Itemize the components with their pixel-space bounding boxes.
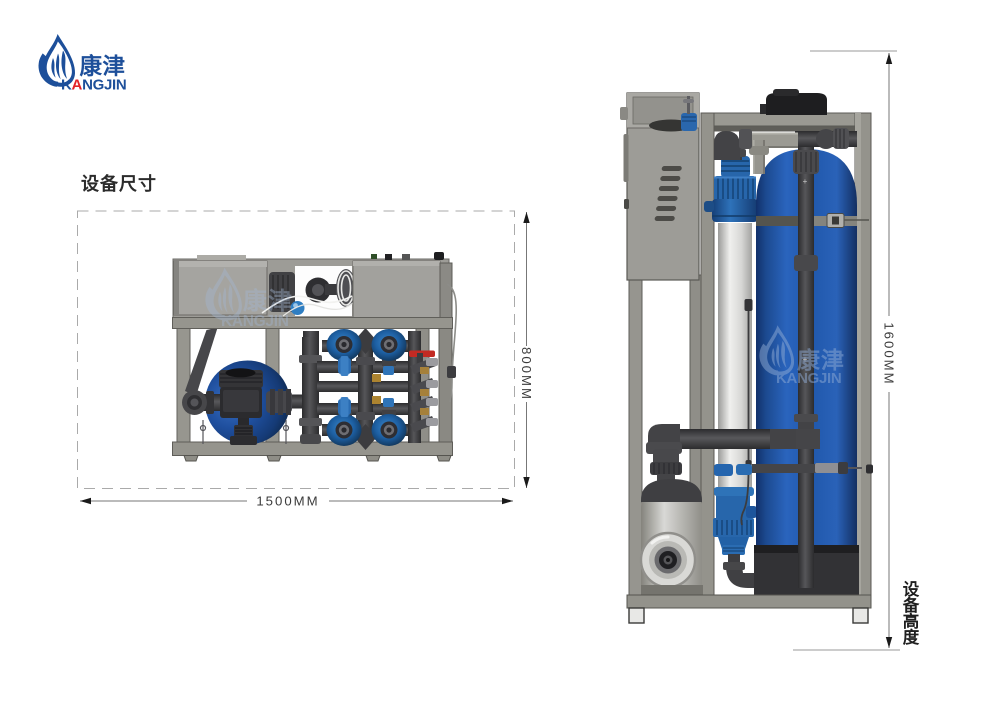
- svg-text:设备高度: 设备高度: [902, 580, 920, 647]
- svg-text:+: +: [803, 177, 808, 186]
- svg-text:800MM: 800MM: [519, 347, 534, 401]
- svg-text:KANGJIN: KANGJIN: [776, 370, 841, 387]
- svg-text:康津: 康津: [80, 53, 126, 79]
- svg-text:+: +: [803, 355, 808, 364]
- svg-text:康津: 康津: [243, 287, 293, 315]
- svg-text:KANGJIN: KANGJIN: [221, 313, 289, 330]
- svg-text:康津: 康津: [797, 347, 845, 373]
- svg-text:设备尺寸: 设备尺寸: [81, 173, 157, 194]
- svg-text:KANGJIN: KANGJIN: [61, 77, 126, 94]
- svg-text:1500MM: 1500MM: [256, 494, 319, 509]
- svg-text:1600MM: 1600MM: [882, 322, 897, 385]
